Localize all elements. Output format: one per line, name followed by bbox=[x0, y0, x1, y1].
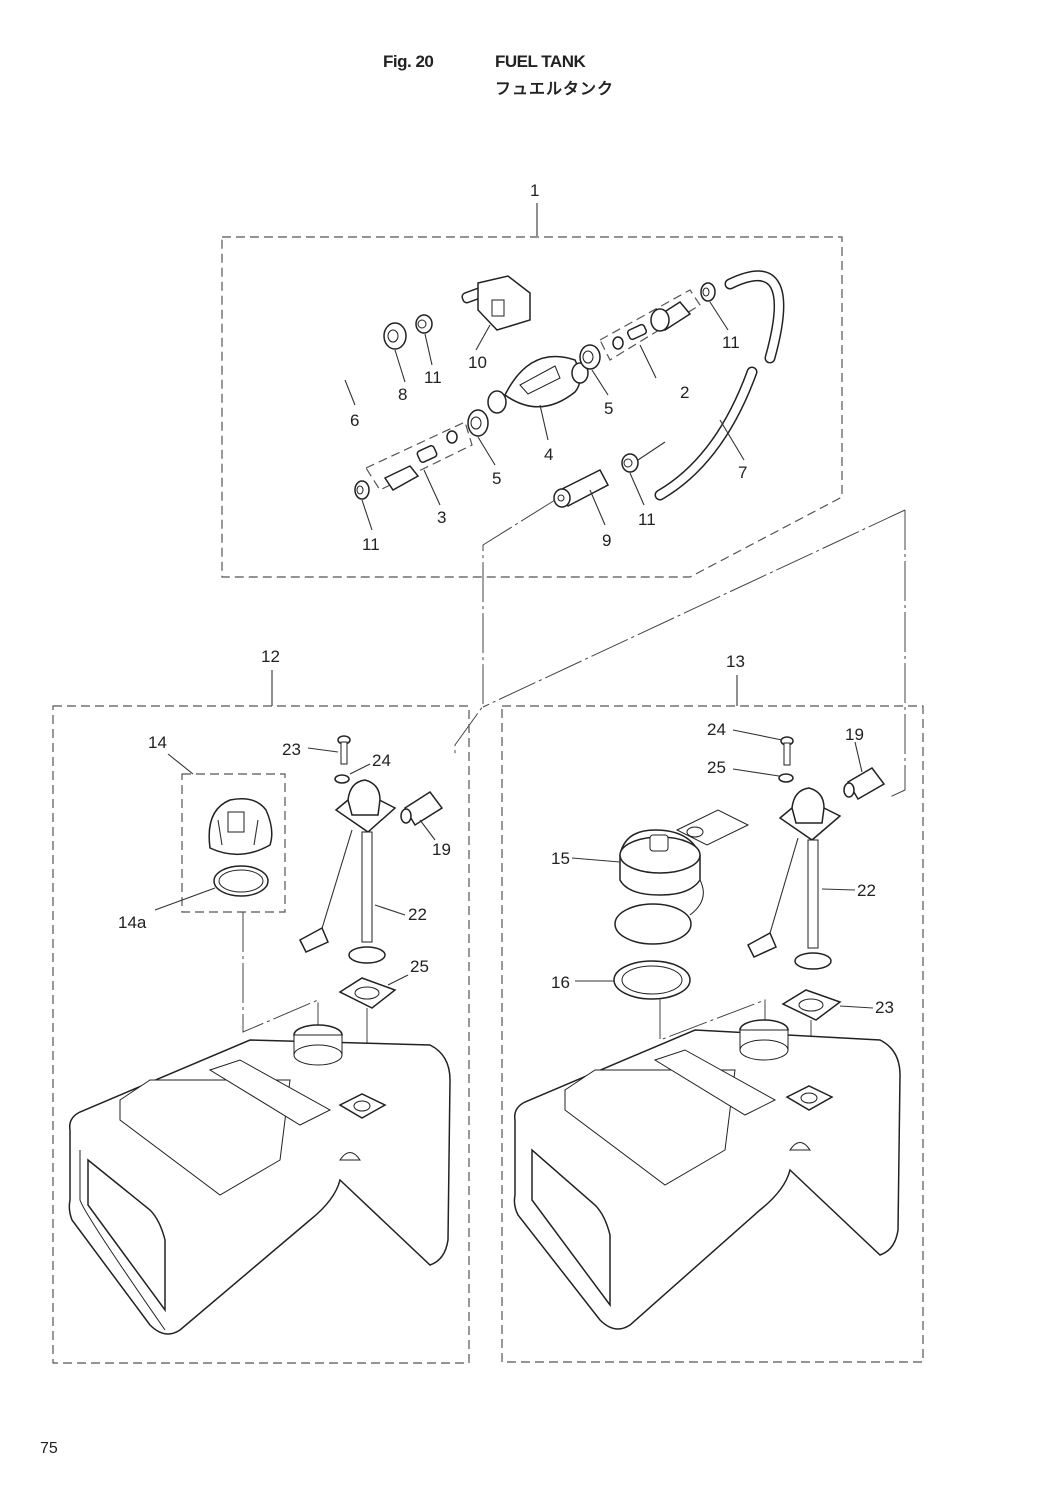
screw-23 bbox=[337, 735, 351, 765]
callout-19: 19 bbox=[432, 840, 451, 859]
group-label-12: 12 bbox=[261, 647, 280, 666]
washer-24 bbox=[334, 774, 350, 784]
tank-assembly-13: 13 24 25 15 16 bbox=[501, 652, 924, 1363]
callout-11: 11 bbox=[722, 333, 740, 352]
fuel-hose-6 bbox=[285, 346, 374, 509]
callout-3: 3 bbox=[437, 508, 446, 527]
tank-assembly-12: 12 14 14a 23 24 bbox=[52, 647, 470, 1364]
fuel-line-assembly-boundary bbox=[221, 236, 843, 578]
callout-23: 23 bbox=[282, 740, 301, 759]
callout-19: 19 bbox=[845, 725, 864, 744]
callout-25: 25 bbox=[410, 957, 429, 976]
fuel-gauge-22 bbox=[747, 787, 842, 970]
assembly-connection-lines bbox=[454, 499, 906, 798]
callout-11: 11 bbox=[638, 510, 656, 529]
callout-7: 7 bbox=[738, 463, 747, 482]
hose-clip-11 bbox=[415, 314, 433, 334]
figure-number: Fig. 20 bbox=[383, 52, 434, 71]
o-ring bbox=[614, 903, 692, 945]
hose-clip-11 bbox=[354, 480, 370, 500]
callout-24: 25 bbox=[707, 758, 726, 777]
callout-16: 16 bbox=[551, 973, 570, 992]
screw-23 bbox=[780, 736, 794, 766]
group-label-13: 13 bbox=[726, 652, 745, 671]
hose-sleeve-5 bbox=[579, 344, 601, 370]
callout-6: 6 bbox=[350, 411, 359, 430]
hose-clip-11 bbox=[700, 282, 716, 302]
callout-24: 24 bbox=[372, 751, 391, 770]
callout-25: 23 bbox=[875, 998, 894, 1017]
primer-bulb-4 bbox=[487, 355, 589, 414]
fuel-line-assembly-group: 1 bbox=[221, 181, 843, 578]
callout-8: 8 bbox=[398, 385, 407, 404]
callout-11: 11 bbox=[424, 368, 442, 387]
hose-clip-11 bbox=[621, 453, 639, 473]
fitting-19 bbox=[400, 790, 444, 827]
group-label-fuel-line: 1 bbox=[530, 181, 539, 200]
tank-cap-14 bbox=[208, 798, 273, 856]
callout-14a: 14a bbox=[118, 913, 147, 932]
figure-title: FUEL TANK bbox=[495, 52, 586, 71]
hose-sleeve-5 bbox=[467, 409, 489, 437]
group-label-14: 14 bbox=[148, 733, 167, 752]
tank-connector-10 bbox=[461, 275, 531, 331]
washer-24 bbox=[778, 773, 794, 783]
callout-22: 22 bbox=[857, 881, 876, 900]
callout-15: 15 bbox=[551, 849, 570, 868]
cap-assembly-14-boundary bbox=[181, 773, 286, 913]
callout-9: 9 bbox=[602, 531, 611, 550]
fuel-hose-7 bbox=[654, 270, 785, 501]
callout-5: 5 bbox=[492, 469, 501, 488]
fitting-9 bbox=[553, 469, 610, 508]
filler-cap-15 bbox=[619, 829, 704, 916]
ring-nut-16 bbox=[613, 960, 691, 1000]
callout-23: 24 bbox=[707, 720, 726, 739]
fuel-tank-body bbox=[68, 1024, 451, 1335]
callout-22: 22 bbox=[408, 905, 427, 924]
fitting-19 bbox=[843, 767, 886, 801]
page-number: 75 bbox=[40, 1440, 58, 1457]
callout-10: 10 bbox=[468, 353, 487, 372]
figure-title-japanese: フュエルタンク bbox=[495, 79, 615, 98]
tank-assembly-13-boundary bbox=[501, 705, 924, 1363]
callout-2: 2 bbox=[680, 383, 689, 402]
connector-set-2 bbox=[599, 289, 701, 361]
tank-assembly-12-boundary bbox=[52, 705, 470, 1364]
callout-5: 5 bbox=[604, 399, 613, 418]
connector-set-3 bbox=[365, 421, 473, 491]
fuel-tank-body bbox=[513, 1019, 901, 1330]
callout-4: 4 bbox=[544, 445, 553, 464]
callout-11: 11 bbox=[362, 535, 380, 554]
fuel-gauge-22 bbox=[299, 779, 397, 964]
